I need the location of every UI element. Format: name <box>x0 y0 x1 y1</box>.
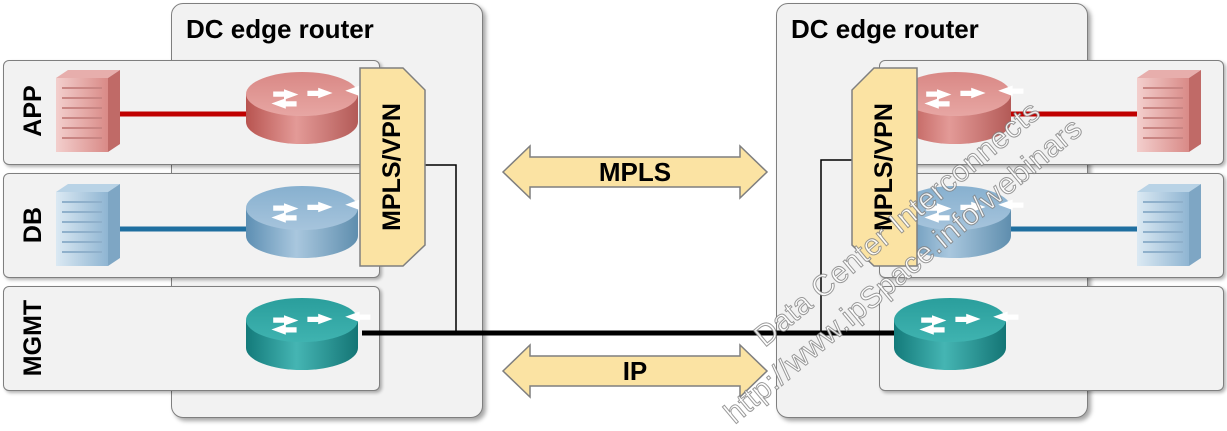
ip-link-label: IP <box>622 356 648 386</box>
left-db-router-icon <box>246 186 371 258</box>
left-app-server-icon <box>56 70 120 152</box>
left-app-router-icon <box>246 72 371 144</box>
ip-double-arrow <box>501 343 769 399</box>
right-app-server-icon <box>1137 70 1201 152</box>
right-mgmt-router-icon <box>894 298 1019 370</box>
left-vpn-uplink <box>425 164 457 333</box>
left-db-server-icon <box>56 184 120 266</box>
right-router-title: DC edge router <box>791 14 979 44</box>
right-app-router-icon <box>899 72 1024 144</box>
left-router-title: DC edge router <box>186 14 374 44</box>
left-mpls-vpn-label: MPLS/VPN <box>378 103 406 231</box>
left-mgmt-router-icon <box>246 298 371 370</box>
right-mpls-vpn-box <box>851 67 918 267</box>
mpls-double-arrow <box>501 144 769 200</box>
mpls-link-label: MPLS <box>598 157 672 187</box>
right-db-server-icon <box>1137 184 1201 266</box>
right-db-router-icon <box>899 186 1024 258</box>
right-vpn-uplink <box>820 159 852 333</box>
left-mpls-vpn-box <box>359 67 426 267</box>
